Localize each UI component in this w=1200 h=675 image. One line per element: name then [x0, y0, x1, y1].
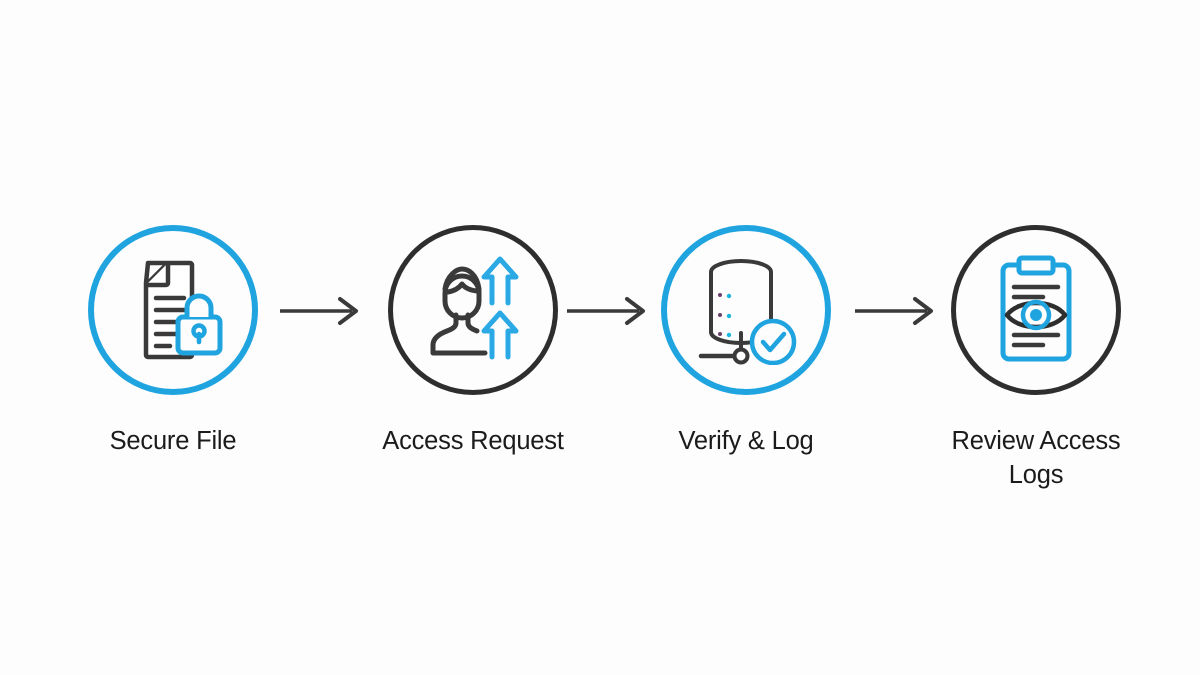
flow-step-secure-file[interactable]: Secure File: [58, 225, 288, 459]
locked-document-icon: [118, 255, 228, 365]
step-circle-4[interactable]: [951, 225, 1121, 395]
step-label-3: Verify & Log: [678, 427, 814, 455]
step-label-1: Secure File: [109, 427, 237, 455]
step-circle-2[interactable]: [388, 225, 558, 395]
arrow-right-icon-2: [565, 296, 655, 326]
step-circle-3[interactable]: [661, 225, 831, 395]
arrow-right-icon-3: [853, 296, 943, 326]
flow-step-verify-log[interactable]: Verify & Log: [631, 225, 861, 459]
clipboard-eye-icon: [981, 255, 1091, 365]
step-label-4: Review Access Logs: [951, 427, 1121, 489]
step-circle-1[interactable]: [88, 225, 258, 395]
arrow-right-icon-1: [278, 296, 368, 326]
user-request-icon: [418, 255, 528, 365]
step-label-2: Access Request: [382, 427, 564, 455]
database-verified-icon: [691, 255, 801, 365]
flow-step-review-access-logs[interactable]: Review Access Logs: [921, 225, 1151, 492]
flow-step-access-request[interactable]: Access Request: [358, 225, 588, 459]
